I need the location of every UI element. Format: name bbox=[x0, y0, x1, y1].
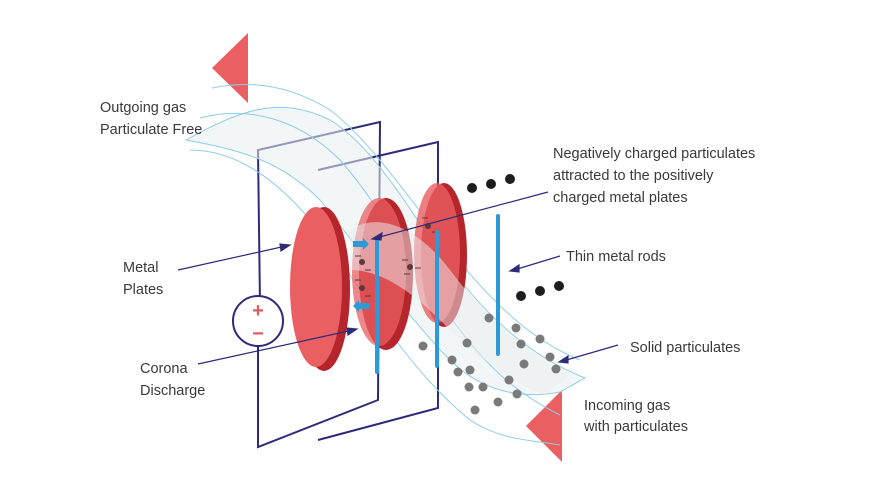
corona-discharge-label: Corona Discharge bbox=[140, 361, 205, 399]
incoming-gas-label: Incoming gas with particulates bbox=[583, 398, 688, 435]
negative-terminal-icon: − bbox=[252, 323, 264, 345]
negatively-charged-label: Negatively charged particulates attracte… bbox=[553, 146, 759, 206]
solid-particulates-label: Solid particulates bbox=[630, 340, 740, 356]
outgoing-gas-arrow-icon bbox=[212, 33, 248, 103]
gas-overlay bbox=[350, 222, 570, 395]
thin-metal-rods-label: Thin metal rods bbox=[566, 249, 666, 265]
thin-metal-rods bbox=[375, 214, 500, 374]
solid-particulates bbox=[418, 313, 561, 415]
metal-plate-front bbox=[290, 207, 350, 371]
black-particulates bbox=[467, 174, 564, 301]
metal-plates-label: Metal Plates bbox=[123, 260, 163, 298]
leader-lines bbox=[177, 191, 619, 365]
outgoing-gas-label: Outgoing gas Particulate Free bbox=[100, 100, 202, 138]
power-source: + − bbox=[232, 295, 284, 347]
positive-terminal-icon: + bbox=[252, 300, 264, 322]
incoming-gas-arrow-icon bbox=[526, 390, 562, 462]
corona-discharge-arrows bbox=[353, 238, 369, 312]
